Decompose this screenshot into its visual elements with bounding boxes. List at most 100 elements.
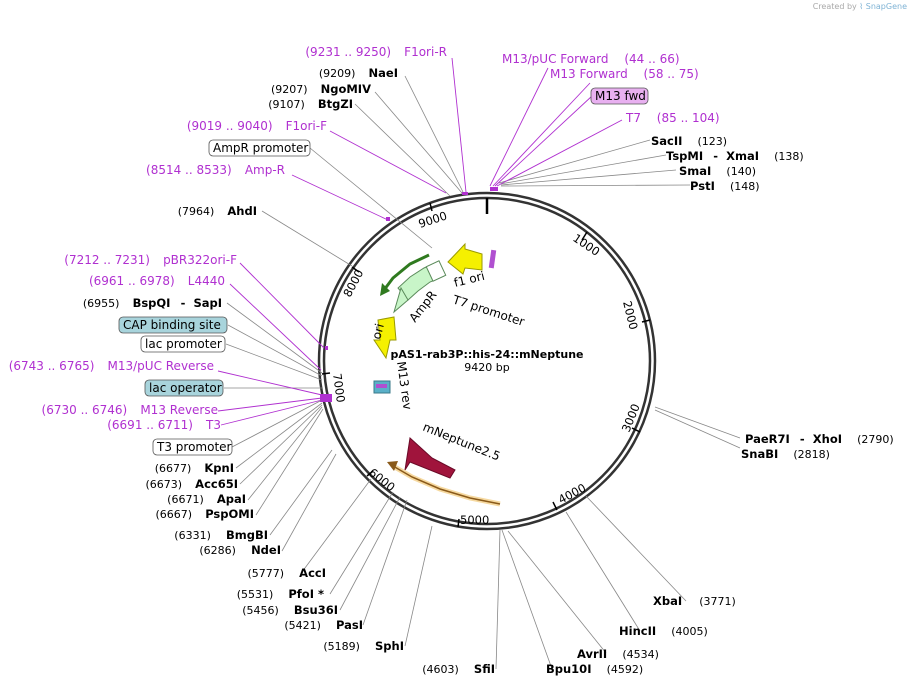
bspqi-pos: (6955) bbox=[83, 297, 120, 310]
tick-3000 bbox=[631, 427, 641, 433]
label-l4440: (6961 .. 6978) L4440 bbox=[89, 270, 225, 289]
ampr-promoter-box-text: AmpR promoter bbox=[213, 141, 308, 155]
t3-promoter-box-text: T3 promoter bbox=[156, 440, 232, 454]
tick-4000 bbox=[552, 501, 558, 511]
bmgbi-leader bbox=[269, 449, 333, 536]
avrii-name: AvrII bbox=[577, 647, 607, 661]
pasi-name: PasI bbox=[336, 618, 363, 632]
mneptune-label: mNeptune2.5 bbox=[421, 420, 502, 464]
m13-rev-feature bbox=[376, 384, 387, 388]
m13puc-fwd-pos: (44 .. 66) bbox=[624, 52, 679, 66]
ahdi-leader bbox=[261, 210, 353, 267]
label-bspqi-sapi: (6955) BspQI - SapI bbox=[83, 292, 222, 311]
f1-ori-feature bbox=[447, 242, 483, 275]
primer-leader-lines bbox=[217, 57, 623, 426]
label-pasi: (5421) PasI bbox=[284, 614, 363, 633]
l4440-leader bbox=[229, 283, 322, 371]
pspomi-pos: (6667) bbox=[156, 508, 193, 521]
t7-promoter-feature bbox=[488, 249, 497, 269]
ampr-direction-arrowhead-icon bbox=[380, 283, 390, 296]
label-ahdi: (7964) AhdI bbox=[178, 200, 257, 219]
tick-2000 bbox=[641, 319, 651, 323]
bspqi-leader bbox=[226, 302, 323, 374]
bspqi-dash: - bbox=[181, 296, 186, 310]
snabi-pos: (2818) bbox=[793, 448, 830, 461]
label-m13-reverse: (6730 .. 6746) M13 Reverse bbox=[42, 399, 218, 418]
m13-fwd-marker bbox=[490, 187, 498, 191]
paer7i-leader bbox=[654, 406, 741, 439]
label-sphi: (5189) SphI bbox=[323, 635, 404, 654]
t7-name: T7 bbox=[625, 111, 641, 125]
label-psti: PstI (148) bbox=[690, 175, 760, 194]
t3-leader bbox=[220, 399, 323, 426]
label-f1ori-f: (9019 .. 9040) F1ori-F bbox=[187, 115, 327, 134]
tick-7000 bbox=[321, 372, 331, 375]
m13puc-rev-leader bbox=[217, 370, 323, 396]
plasmid-name: pAS1-rab3P::his-24::mNeptune bbox=[391, 348, 584, 361]
tick-8000 bbox=[351, 266, 360, 273]
label-t3: (6691 .. 6711) T3 bbox=[107, 414, 221, 433]
label-sacii: SacII (123) bbox=[651, 130, 727, 149]
btgzi-name: BtgZI bbox=[318, 97, 353, 111]
ori-label: ori bbox=[369, 322, 387, 341]
t3-promoter-box bbox=[152, 438, 233, 456]
amp-r-pos: (8514 .. 8533) bbox=[146, 163, 232, 177]
ahdi-name: AhdI bbox=[227, 204, 257, 218]
sacii-name: SacII bbox=[651, 134, 682, 148]
naei-pos: (9209) bbox=[319, 67, 356, 80]
smai-pos: (140) bbox=[726, 165, 756, 178]
ampr-promoter-feature bbox=[425, 260, 447, 282]
label-kpni: (6677) KpnI bbox=[155, 457, 234, 476]
f1ori-r-pos: (9231 .. 9250) bbox=[305, 45, 391, 59]
t3-name: T3 bbox=[205, 418, 221, 432]
pfoi-leader bbox=[329, 491, 394, 595]
backbone-outer bbox=[317, 191, 657, 531]
acci-name: AccI bbox=[299, 566, 326, 580]
f1ori-f-pos: (9019 .. 9040) bbox=[187, 119, 273, 133]
bspqi-name: BspQI bbox=[133, 296, 171, 310]
lac-operator-box bbox=[144, 379, 224, 397]
ngomiv-name: NgoMIV bbox=[321, 82, 371, 96]
t3-pos: (6691 .. 6711) bbox=[107, 418, 193, 432]
xbai-pos: (3771) bbox=[699, 595, 736, 608]
label-pbr322ori-f: (7212 .. 7231) pBR322ori-F bbox=[64, 249, 237, 268]
label-bpu10i: Bpu10I (4592) bbox=[546, 658, 643, 677]
enzyme-leader-lines bbox=[224, 75, 741, 670]
naei-leader bbox=[404, 75, 464, 193]
t7-pos: (85 .. 104) bbox=[657, 111, 720, 125]
label-amp-r: (8514 .. 8533) Amp-R bbox=[146, 159, 285, 178]
paer7i-pos: (2790) bbox=[857, 433, 894, 446]
avrii-pos: (4534) bbox=[622, 648, 659, 661]
label-bmgbi: (6331) BmgBI bbox=[174, 524, 268, 543]
acc65i-name: Acc65I bbox=[195, 477, 238, 491]
smai-name: SmaI bbox=[679, 164, 711, 178]
m13-rev-leader bbox=[217, 397, 323, 412]
pbr322-leader bbox=[239, 262, 325, 349]
tick-label-2000: 2000 bbox=[620, 299, 641, 331]
pasi-pos: (5421) bbox=[284, 619, 321, 632]
label-xbai: XbaI (3771) bbox=[653, 590, 736, 609]
tick-label-4000: 4000 bbox=[556, 481, 588, 507]
avrii-leader bbox=[507, 530, 607, 654]
tick-label-5000: 5000 bbox=[460, 513, 489, 527]
tick-6000 bbox=[366, 470, 374, 477]
pfoi-name: PfoI * bbox=[288, 587, 324, 601]
ndei-leader bbox=[281, 453, 337, 552]
sfii-name: SfiI bbox=[474, 662, 495, 676]
bpu10i-pos: (4592) bbox=[607, 663, 644, 676]
apai-pos: (6671) bbox=[167, 493, 204, 506]
l4440-name: L4440 bbox=[188, 274, 225, 288]
ampr-promoter-leader bbox=[309, 147, 433, 249]
ori-feature bbox=[373, 316, 397, 360]
f1ori-r-leader bbox=[451, 57, 467, 193]
sacii-leader bbox=[498, 139, 651, 184]
kpni-pos: (6677) bbox=[155, 462, 192, 475]
m13puc-fwd-leader bbox=[489, 67, 549, 187]
ndei-name: NdeI bbox=[251, 543, 281, 557]
pbr322-name: pBR322ori-F bbox=[163, 253, 237, 267]
label-naei: (9209) NaeI bbox=[319, 62, 398, 81]
kpni-name: KpnI bbox=[204, 461, 234, 475]
t7-promoter-label: T7 promoter bbox=[450, 292, 526, 329]
xhoi-name: XhoI bbox=[813, 432, 842, 446]
